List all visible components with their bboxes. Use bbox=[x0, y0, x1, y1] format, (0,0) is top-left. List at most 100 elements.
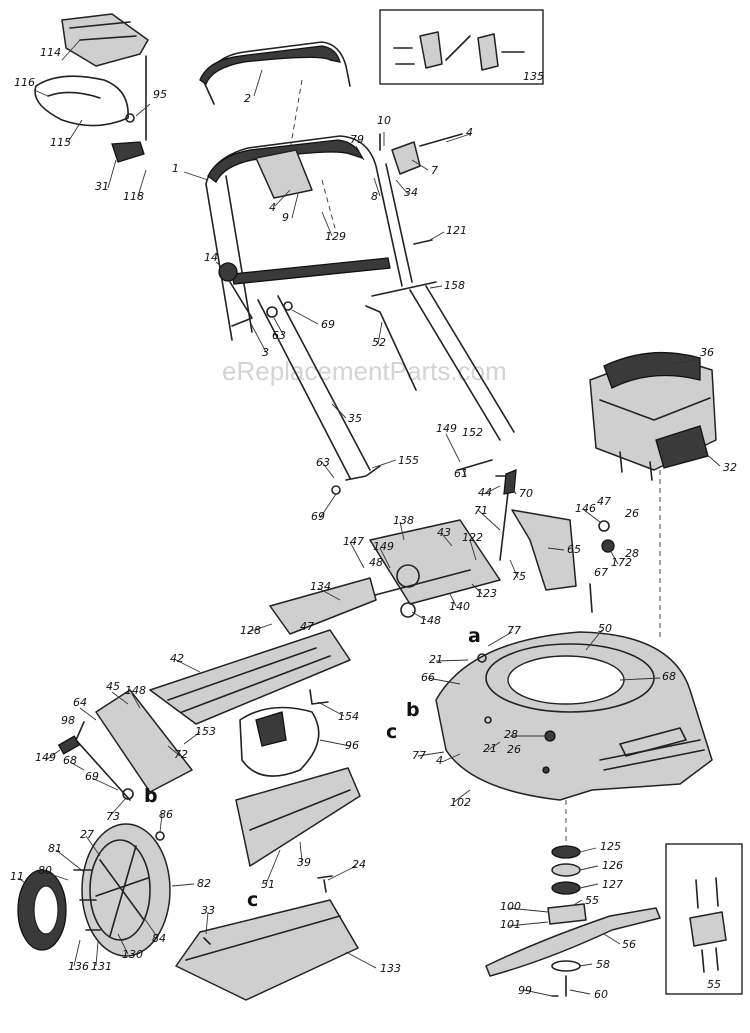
part-label-100: 100 bbox=[500, 900, 521, 913]
part-label-134: 134 bbox=[310, 580, 331, 593]
part-label-121: 121 bbox=[446, 224, 467, 237]
part-label-95: 95 bbox=[153, 88, 167, 101]
part-label-68b: 68 bbox=[63, 754, 77, 767]
part-label-153: 153 bbox=[195, 725, 216, 738]
part-label-55b: 55 bbox=[707, 978, 721, 991]
part-label-122: 122 bbox=[462, 531, 483, 544]
part-label-44: 44 bbox=[478, 486, 492, 499]
part-label-52: 52 bbox=[372, 336, 386, 349]
engine bbox=[589, 351, 717, 640]
part-label-63a: 63 bbox=[272, 329, 286, 342]
part-label-86: 86 bbox=[159, 808, 173, 821]
reference-letter-a: a bbox=[468, 625, 481, 647]
part-label-66: 66 bbox=[421, 671, 435, 684]
part-label-50: 50 bbox=[598, 622, 612, 635]
part-label-21b: 21 bbox=[483, 742, 497, 755]
part-label-152: 152 bbox=[462, 426, 483, 439]
part-label-129: 129 bbox=[325, 230, 346, 243]
part-label-4b: 4 bbox=[269, 201, 276, 214]
part-label-36: 36 bbox=[700, 346, 714, 359]
part-label-26a: 26 bbox=[625, 507, 639, 520]
part-label-115: 115 bbox=[50, 136, 71, 149]
part-label-34: 34 bbox=[404, 186, 418, 199]
part-label-96: 96 bbox=[345, 739, 359, 752]
part-label-158: 158 bbox=[444, 279, 465, 292]
part-label-35: 35 bbox=[348, 412, 362, 425]
deflector-chute bbox=[175, 767, 361, 1001]
part-label-70: 70 bbox=[519, 487, 533, 500]
part-label-3: 3 bbox=[262, 346, 269, 359]
part-label-31: 31 bbox=[95, 180, 109, 193]
part-label-43: 43 bbox=[437, 526, 451, 539]
part-label-2: 2 bbox=[244, 92, 251, 105]
part-label-148b: 148 bbox=[125, 684, 146, 697]
part-label-172: 172 bbox=[611, 556, 632, 569]
part-label-21a: 21 bbox=[429, 653, 443, 666]
part-label-127: 127 bbox=[602, 878, 623, 891]
part-label-138: 138 bbox=[393, 514, 414, 527]
part-label-146: 146 bbox=[575, 502, 596, 515]
part-label-154: 154 bbox=[338, 710, 359, 723]
part-label-130: 130 bbox=[122, 948, 143, 961]
inset-135 bbox=[379, 9, 544, 85]
part-label-82: 82 bbox=[197, 877, 211, 890]
part-label-4c: 4 bbox=[436, 754, 443, 767]
bag-deflector-assembly bbox=[34, 13, 151, 163]
part-label-133: 133 bbox=[380, 962, 401, 975]
part-label-1: 1 bbox=[172, 162, 179, 175]
part-label-60: 60 bbox=[594, 988, 608, 1001]
rear-wheel-group bbox=[17, 689, 193, 957]
part-label-7: 7 bbox=[431, 164, 438, 177]
part-label-58: 58 bbox=[596, 958, 610, 971]
part-label-118: 118 bbox=[123, 190, 144, 203]
part-label-9: 9 bbox=[282, 211, 289, 224]
part-label-69b: 69 bbox=[311, 510, 325, 523]
inset-55 bbox=[665, 843, 743, 995]
part-label-148a: 148 bbox=[420, 614, 441, 627]
part-label-28a: 28 bbox=[625, 547, 639, 560]
part-label-33: 33 bbox=[201, 904, 215, 917]
part-label-64: 64 bbox=[73, 696, 87, 709]
part-label-128: 128 bbox=[240, 624, 261, 637]
part-label-135: 135 bbox=[523, 70, 544, 83]
reference-letter-c1: c bbox=[386, 721, 397, 743]
leader-lines bbox=[17, 39, 721, 997]
part-label-149c: 149 bbox=[35, 751, 56, 764]
part-label-11: 11 bbox=[10, 870, 24, 883]
part-label-45: 45 bbox=[106, 680, 120, 693]
part-label-69a: 69 bbox=[321, 318, 335, 331]
part-label-68: 68 bbox=[662, 670, 676, 683]
part-label-140: 140 bbox=[449, 600, 470, 613]
part-label-26b: 26 bbox=[507, 743, 521, 756]
part-label-147: 147 bbox=[343, 535, 364, 548]
reference-letter-b2: b bbox=[144, 785, 158, 807]
part-label-10: 10 bbox=[377, 114, 391, 127]
part-label-81: 81 bbox=[48, 842, 62, 855]
part-label-28b: 28 bbox=[504, 728, 518, 741]
handle-assembly bbox=[199, 41, 515, 495]
part-label-98: 98 bbox=[61, 714, 75, 727]
part-label-39: 39 bbox=[297, 856, 311, 869]
part-label-75: 75 bbox=[512, 570, 526, 583]
part-label-55a: 55 bbox=[585, 894, 599, 907]
part-label-24: 24 bbox=[352, 858, 366, 871]
part-label-72: 72 bbox=[174, 748, 188, 761]
part-label-42: 42 bbox=[170, 652, 184, 665]
blade-assembly bbox=[485, 800, 661, 997]
part-label-80: 80 bbox=[38, 864, 52, 877]
part-label-27: 27 bbox=[80, 828, 94, 841]
part-label-79: 79 bbox=[350, 133, 364, 146]
rear-frame bbox=[149, 577, 377, 777]
reference-letter-c2: c bbox=[247, 889, 258, 911]
part-label-32: 32 bbox=[723, 461, 737, 474]
part-label-155: 155 bbox=[398, 454, 419, 467]
reference-letter-b1: b bbox=[406, 699, 420, 721]
part-label-61: 61 bbox=[454, 467, 468, 480]
part-label-131: 131 bbox=[91, 960, 112, 973]
part-label-63b: 63 bbox=[316, 456, 330, 469]
part-label-67: 67 bbox=[594, 566, 608, 579]
